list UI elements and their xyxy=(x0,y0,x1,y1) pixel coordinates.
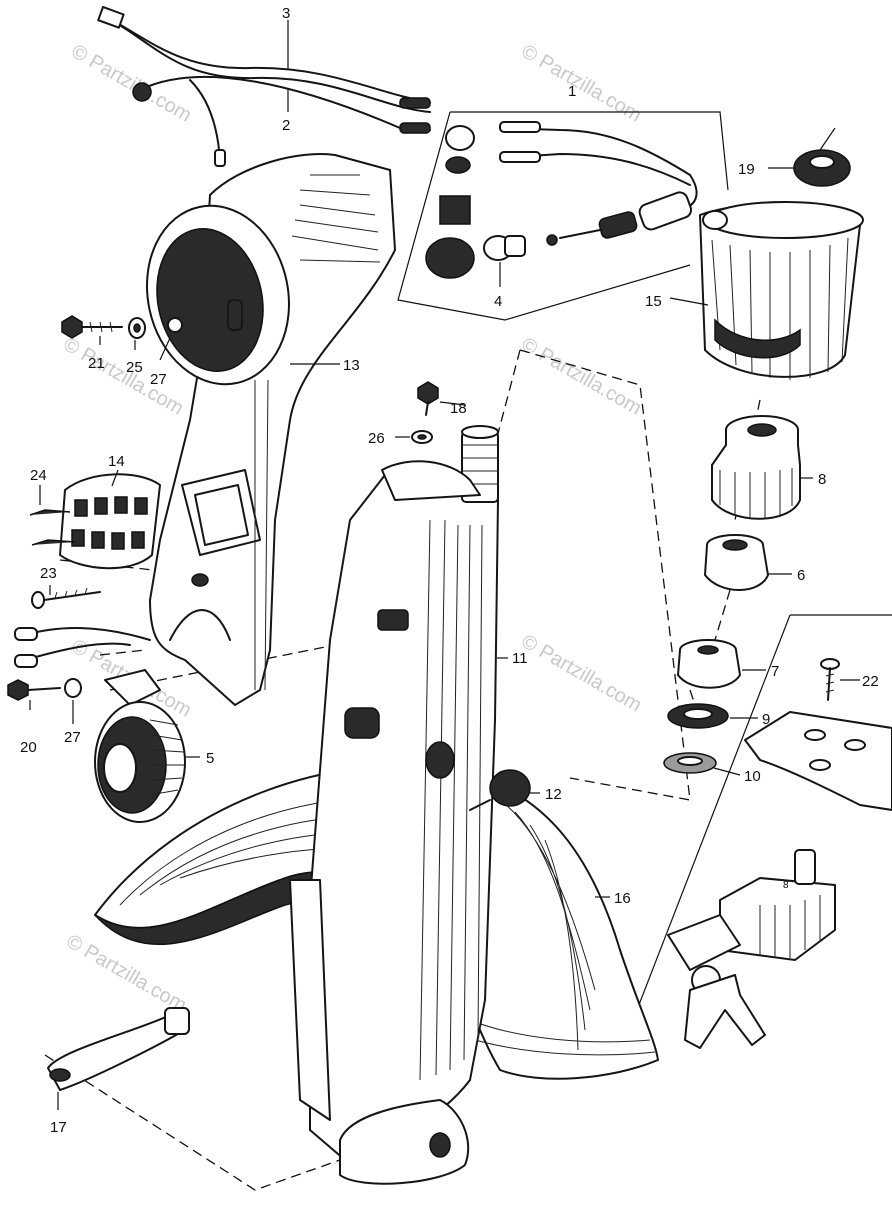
callout-18: 18 xyxy=(450,400,467,417)
front-fork-part-11 xyxy=(289,425,499,1185)
watermark: © Partzilla.com xyxy=(68,40,196,126)
headlight-housing-part-13 xyxy=(146,153,396,706)
callout-20: 20 xyxy=(20,739,37,756)
key-tag-number: 8 xyxy=(783,880,789,891)
callout-19: 19 xyxy=(738,161,755,178)
callout-23: 23 xyxy=(40,565,57,582)
washer-part-25 xyxy=(128,317,146,339)
wiring-kit-part-1 xyxy=(425,121,698,279)
callout-9: 9 xyxy=(762,711,770,728)
callout-12: 12 xyxy=(545,786,562,803)
callout-10: 10 xyxy=(744,768,761,785)
cable-bundle xyxy=(14,627,151,668)
knob-part-12 xyxy=(469,769,531,811)
callout-24: 24 xyxy=(30,467,47,484)
grille-part-14 xyxy=(59,473,161,570)
callout-27-upper: 27 xyxy=(150,371,167,388)
callout-21: 21 xyxy=(88,355,105,372)
callout-25: 25 xyxy=(126,359,143,376)
callout-16: 16 xyxy=(614,890,631,907)
wire-harness-part-3 xyxy=(97,6,431,167)
callout-11: 11 xyxy=(512,650,528,667)
callout-1: 1 xyxy=(568,83,576,100)
callout-6: 6 xyxy=(797,567,805,584)
callout-leaders xyxy=(29,20,860,1110)
callout-27-lower: 27 xyxy=(64,729,81,746)
callout-13: 13 xyxy=(343,357,360,374)
screw-part-23 xyxy=(31,587,101,609)
callout-5: 5 xyxy=(206,750,214,767)
callout-17: 17 xyxy=(50,1119,67,1136)
callout-7: 7 xyxy=(771,663,779,680)
callout-26: 26 xyxy=(368,430,385,447)
screw-part-22 xyxy=(820,658,840,701)
screw-part-21 xyxy=(61,315,123,339)
race-part-6 xyxy=(704,534,769,591)
race-part-7 xyxy=(677,639,741,689)
strap-part-17 xyxy=(47,1007,190,1091)
callout-22: 22 xyxy=(862,673,879,690)
washer-part-26 xyxy=(411,430,433,444)
callout-15: 15 xyxy=(645,293,662,310)
callout-4: 4 xyxy=(494,293,502,310)
horn-part-5 xyxy=(94,669,186,823)
washer-part-10 xyxy=(663,752,717,774)
bolt-part-18 xyxy=(417,381,439,416)
callout-8: 8 xyxy=(818,471,826,488)
bearing-part-9 xyxy=(667,703,729,729)
callout-2: 2 xyxy=(282,117,290,134)
screw-part-20 xyxy=(7,679,61,701)
callout-3: 3 xyxy=(282,5,290,22)
steering-cup-part-8 xyxy=(711,415,801,520)
callout-labels: 1 2 3 4 5 6 7 8 9 10 11 12 13 14 15 16 1… xyxy=(20,5,879,1136)
watermark: © Partzilla.com xyxy=(518,333,646,419)
steering-lock xyxy=(667,711,892,1049)
watermark: © Partzilla.com xyxy=(518,40,646,126)
screw-part-24 xyxy=(29,509,76,546)
bracket-part-15 xyxy=(699,201,864,380)
callout-14: 14 xyxy=(108,453,125,470)
watermark: © Partzilla.com xyxy=(518,630,646,716)
washer-part-27-lower xyxy=(64,678,82,698)
nut-part-19 xyxy=(793,127,851,187)
